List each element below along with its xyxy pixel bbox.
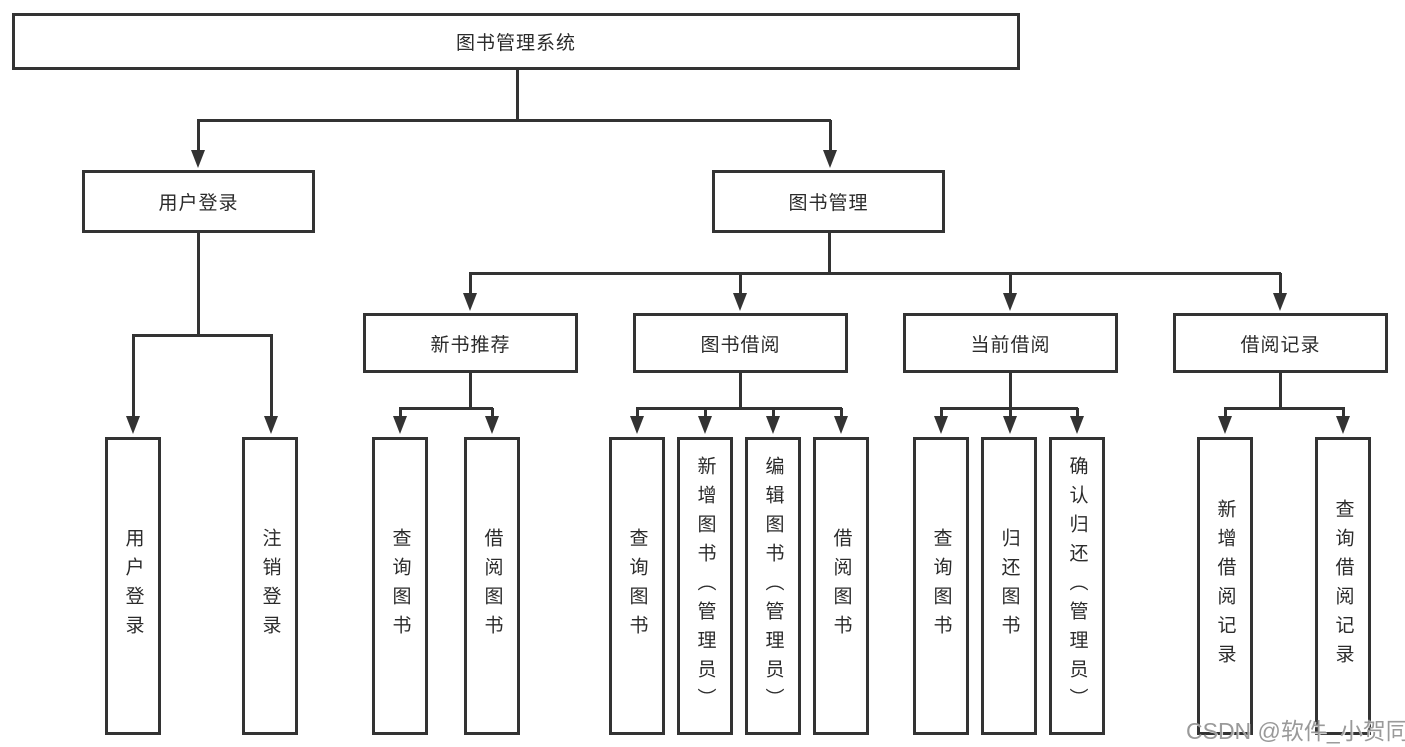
connector-records-branch (1224, 407, 1345, 410)
arrowhead-down-icon (834, 416, 848, 434)
leaf-current-query-books: 查询图书 (913, 437, 969, 735)
arrowhead-down-icon (393, 416, 407, 434)
arrowhead-down-icon (1003, 293, 1017, 311)
leaf-borrowing-borrow-books-label: 借阅图书 (830, 528, 852, 644)
arrowhead-down-icon (1336, 416, 1350, 434)
connector-arrow-line (469, 273, 472, 297)
connector-arrow-line (940, 408, 943, 420)
leaf-records-add-borrow-record-label: 新增借阅记录 (1214, 499, 1236, 673)
leaf-borrowing-add-books-admin: 新增图书（管理员） (677, 437, 733, 735)
node-book-management-label: 图书管理 (788, 193, 869, 214)
connector-arrow-line (491, 408, 494, 420)
leaf-recommend-borrow-books: 借阅图书 (464, 437, 520, 735)
leaf-records-add-borrow-record: 新增借阅记录 (1197, 437, 1253, 735)
arrowhead-down-icon (934, 416, 948, 434)
connector-book-mgmt-stem (828, 233, 831, 275)
arrowhead-down-icon (823, 150, 837, 168)
connector-arrow-line (636, 408, 639, 420)
arrowhead-down-icon (766, 416, 780, 434)
connector-level1-branch (197, 119, 831, 122)
arrowhead-down-icon (1070, 416, 1084, 434)
connector-root-stem (516, 70, 519, 122)
node-book-borrowing-label: 图书借阅 (700, 334, 781, 356)
leaf-borrowing-borrow-books: 借阅图书 (813, 437, 869, 735)
leaf-logout-label: 注销登录 (259, 528, 281, 644)
node-new-book-recommendation-label: 新书推荐 (430, 334, 511, 356)
arrowhead-down-icon (485, 416, 499, 434)
arrowhead-down-icon (1218, 416, 1232, 434)
arrowhead-down-icon (463, 293, 477, 311)
leaf-user-login-label: 用户登录 (122, 528, 144, 644)
node-user-login: 用户登录 (82, 170, 315, 233)
leaf-recommend-query-books-label: 查询图书 (389, 528, 411, 644)
arrowhead-down-icon (1003, 416, 1017, 434)
arrowhead-down-icon (191, 150, 205, 168)
connector-arrow-line (772, 408, 775, 420)
leaf-records-query-borrow-record-label: 查询借阅记录 (1332, 499, 1354, 673)
arrowhead-down-icon (1273, 293, 1287, 311)
connector-arrow-line (829, 120, 832, 154)
connector-borrowing-branch (636, 407, 842, 410)
connector-arrow-line (840, 408, 843, 420)
node-current-borrowing-label: 当前借阅 (970, 334, 1051, 356)
leaf-borrowing-add-books-admin-label: 新增图书（管理员） (694, 455, 716, 717)
node-root-library-system: 图书管理系统 (12, 13, 1020, 70)
connector-arrow-line (1224, 408, 1227, 420)
connector-arrow-line (1009, 273, 1012, 297)
node-new-book-recommendation: 新书推荐 (363, 313, 578, 373)
leaf-recommend-borrow-books-label: 借阅图书 (481, 528, 503, 644)
connector-records-stem (1279, 373, 1282, 410)
leaf-borrowing-edit-books-admin-label: 编辑图书（管理员） (762, 455, 784, 717)
connector-arrow-line (132, 335, 135, 420)
leaf-borrowing-edit-books-admin: 编辑图书（管理员） (745, 437, 801, 735)
connector-arrow-line (1279, 273, 1282, 297)
connector-user-login-stem (197, 233, 200, 337)
connector-current-stem (1009, 373, 1012, 410)
connector-recommend-branch (399, 407, 493, 410)
connector-arrow-line (1009, 408, 1012, 420)
leaf-current-return-books: 归还图书 (981, 437, 1037, 735)
connector-arrow-line (197, 120, 200, 154)
leaf-logout: 注销登录 (242, 437, 298, 735)
connector-arrow-line (739, 273, 742, 297)
arrowhead-down-icon (698, 416, 712, 434)
arrowhead-down-icon (264, 416, 278, 434)
arrowhead-down-icon (126, 416, 140, 434)
leaf-current-confirm-return-admin: 确认归还（管理员） (1049, 437, 1105, 735)
connector-arrow-line (270, 335, 273, 420)
watermark: CSDN @软件_小贺同学 (1186, 718, 1405, 744)
leaf-borrowing-query-books: 查询图书 (609, 437, 665, 735)
connector-level3-branch (469, 272, 1281, 275)
node-book-management: 图书管理 (712, 170, 945, 233)
node-user-login-label: 用户登录 (158, 193, 239, 214)
connector-arrow-line (1076, 408, 1079, 420)
connector-borrowing-stem (739, 373, 742, 410)
connector-recommend-stem (469, 373, 472, 410)
leaf-borrowing-query-books-label: 查询图书 (626, 528, 648, 644)
node-root-label: 图书管理系统 (455, 33, 576, 54)
node-current-borrowing: 当前借阅 (903, 313, 1118, 373)
leaf-current-confirm-return-admin-label: 确认归还（管理员） (1066, 455, 1088, 717)
leaf-current-query-books-label: 查询图书 (930, 528, 952, 644)
leaf-recommend-query-books: 查询图书 (372, 437, 428, 735)
arrowhead-down-icon (733, 293, 747, 311)
node-borrowing-records-label: 借阅记录 (1240, 334, 1321, 356)
connector-user-login-branch (132, 334, 273, 337)
leaf-current-return-books-label: 归还图书 (998, 528, 1020, 644)
leaf-user-login: 用户登录 (105, 437, 161, 735)
node-book-borrowing: 图书借阅 (633, 313, 848, 373)
node-borrowing-records: 借阅记录 (1173, 313, 1388, 373)
connector-arrow-line (704, 408, 707, 420)
connector-arrow-line (1342, 408, 1345, 420)
connector-arrow-line (399, 408, 402, 420)
arrowhead-down-icon (630, 416, 644, 434)
leaf-records-query-borrow-record: 查询借阅记录 (1315, 437, 1371, 735)
